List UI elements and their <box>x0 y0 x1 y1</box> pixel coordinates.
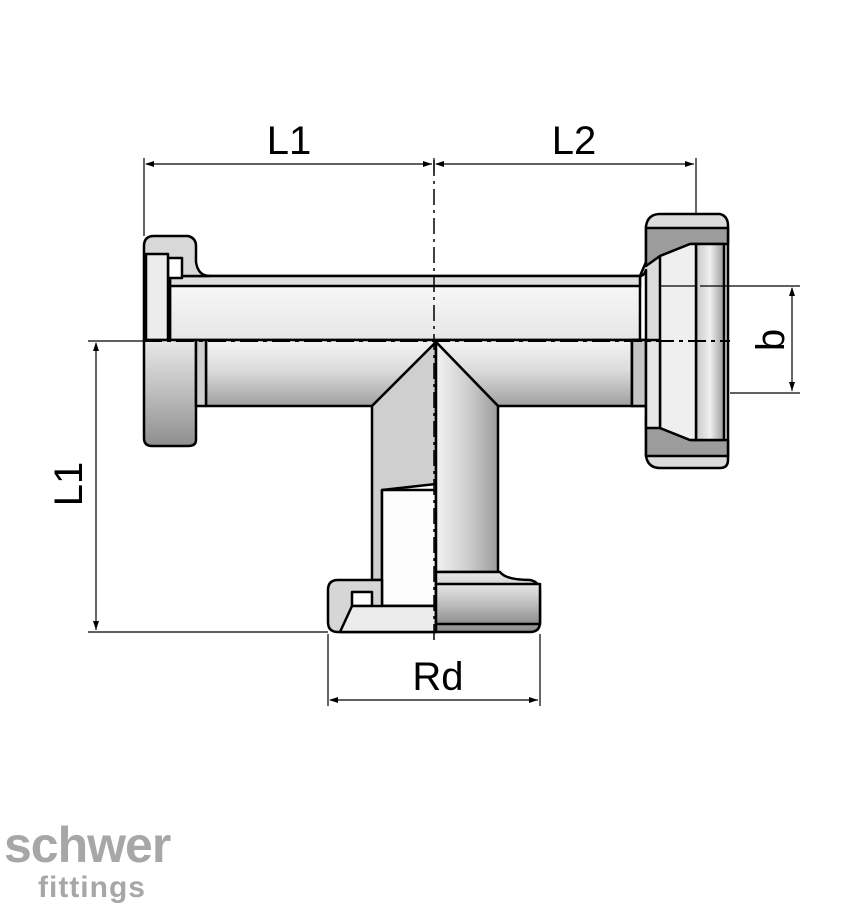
left-flange-section <box>142 234 212 342</box>
schwer-fittings-logo: schwer fittings <box>4 817 172 904</box>
dim-label-rd: Rd <box>412 655 463 699</box>
dim-label-l2-top: L2 <box>552 119 597 163</box>
logo-brand-text: schwer <box>4 817 171 873</box>
dim-label-l1-vertical: L1 <box>47 462 91 507</box>
dim-label-b: b <box>749 329 793 351</box>
logo-tagline-text: fittings <box>38 871 146 904</box>
dim-label-l1-top: L1 <box>267 119 312 163</box>
branch-body <box>326 340 542 634</box>
centerlines <box>144 160 730 640</box>
left-nut <box>142 338 208 448</box>
dimension-lines <box>88 158 800 706</box>
main-run-body <box>168 274 642 408</box>
